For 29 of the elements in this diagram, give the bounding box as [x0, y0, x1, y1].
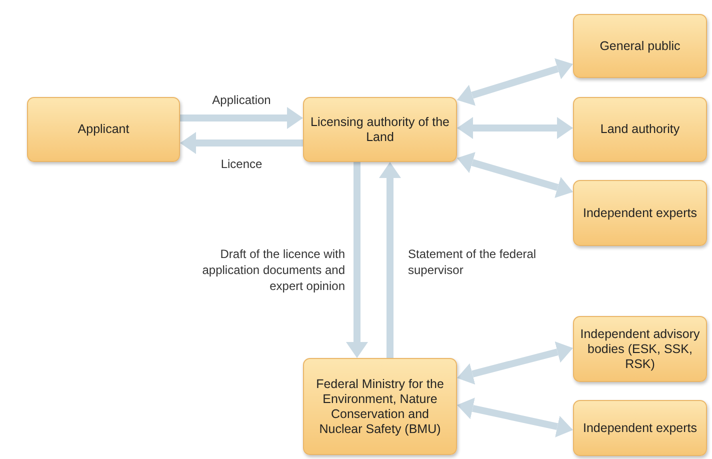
arrow — [457, 58, 573, 106]
arrow — [457, 341, 573, 385]
box-text: Land authority — [600, 122, 680, 137]
box-text: Applicant — [78, 122, 130, 137]
arrow — [457, 398, 573, 438]
process-box — [303, 358, 457, 455]
box-text: Independent experts — [583, 420, 697, 436]
edge-label: Application — [211, 92, 272, 108]
process-box — [573, 97, 707, 162]
arrow — [180, 132, 303, 154]
process-box — [573, 180, 707, 246]
arrow — [379, 162, 401, 358]
box-text: Federal Ministry for the Environment, Nature Conservation and Nuclear Safety (BMU) — [315, 376, 445, 436]
process-box — [573, 14, 707, 78]
arrow — [457, 152, 573, 198]
edge-label: Licence — [220, 156, 264, 172]
process-box — [573, 316, 707, 382]
process-box — [303, 97, 457, 162]
box-text: General public — [600, 38, 680, 54]
process-box — [573, 400, 707, 456]
arrow — [457, 117, 573, 139]
process-box — [27, 97, 180, 162]
arrow — [180, 107, 303, 129]
box-text: Licensing authority of the Land — [310, 114, 450, 144]
box-text: Independent experts — [583, 206, 697, 220]
edge-label: Statement of the federal supervisor — [408, 246, 538, 278]
edge-label: Draft of the licence with application documents and expert opinion — [201, 246, 345, 294]
arrow — [346, 162, 368, 358]
box-text: Independent advisory bodies (ESK, SSK, RSK) — [580, 326, 700, 372]
